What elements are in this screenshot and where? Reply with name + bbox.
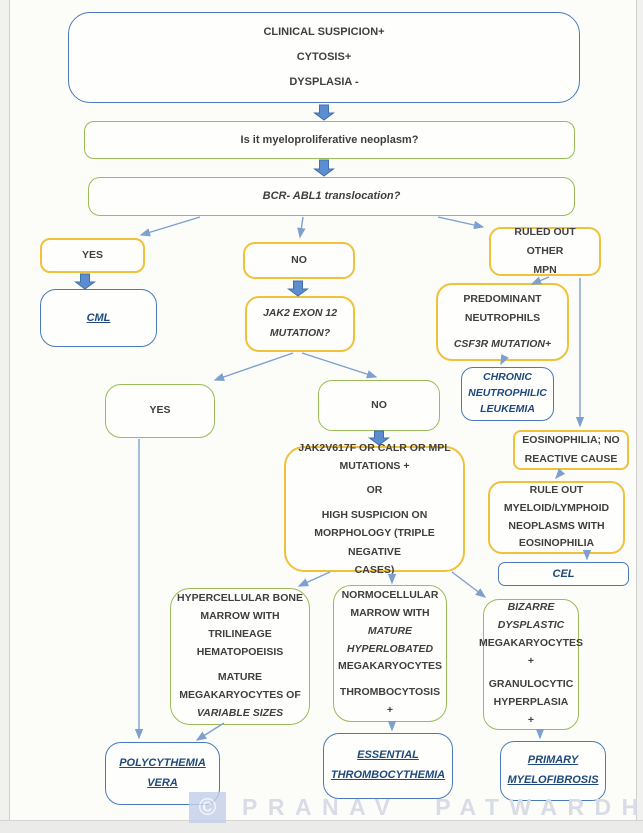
page-margin-bottom (0, 820, 643, 833)
node-line: OR (366, 484, 383, 497)
node-line: BCR- ABL1 translocation? (262, 190, 401, 203)
node-ruled-out-other-mpn: RULED OUT OTHER MPN (489, 226, 601, 276)
node-line: PRIMARY (527, 754, 579, 767)
arrow-jak2-to-yes2 (213, 352, 294, 381)
node-cnl-result: CHRONIC NEUTROPHILIC LEUKEMIA (461, 367, 554, 421)
node-line: YES (149, 404, 171, 417)
node-line: MATURE (367, 624, 413, 637)
node-bizarre-dysplastic: BIZARRE DYSPLASTIC MEGAKARYOCYTES + GRAN… (479, 599, 583, 730)
block-arrow-yes1-to-cml (73, 273, 97, 290)
node-line: JAK2 EXON 12 (262, 307, 338, 320)
node-cml-result: CML (40, 289, 157, 347)
arrow-bcr-to-ruled-out (437, 216, 485, 230)
node-cel-result: CEL (498, 562, 629, 586)
node-line: MUTATIONS + (339, 460, 410, 473)
node-line: NEUTROPHILIC (468, 387, 547, 400)
node-line: NEUTROPHILS (464, 312, 541, 325)
node-eosinophilia: EOSINOPHILIA; NO REACTIVE CAUSE (513, 430, 629, 470)
node-line: BIZARRE (507, 601, 555, 614)
arrow-eosinophilia-to-rule-out (555, 468, 566, 480)
node-line: EOSINOPHILIA; NO (522, 434, 620, 447)
node-line: HYPERCELLULAR BONE (177, 592, 304, 605)
node-line: HIGH SUSPICION ON (321, 508, 428, 521)
block-arrow-clinical-to-mpn (312, 104, 336, 121)
node-line: MARROW WITH (200, 609, 280, 622)
node-clinical-findings: CLINICAL SUSPICION+ CYTOSIS+ DYSPLASIA - (68, 12, 580, 103)
node-line: CLINICAL SUSPICION+ (263, 25, 385, 38)
node-line: PREDOMINANT (463, 292, 542, 305)
node-line: THROMBOCYTOSIS (339, 686, 441, 699)
node-line: POLYCYTHEMIA (119, 756, 206, 769)
node-line: DYSPLASIA - (289, 76, 359, 89)
arrow-jak2-to-no2 (301, 352, 378, 379)
node-rule-out-myeloid-lymphoid: RULE OUT MYELOID/LYMPHOID NEOPLASMS WITH… (488, 481, 625, 554)
node-line: NO (291, 253, 307, 266)
node-line: TRILINEAGE (208, 627, 272, 640)
node-line: CYTOSIS+ (296, 50, 352, 63)
node-line: NEOPLASMS WITH (508, 519, 605, 532)
node-line: MYELOID/LYMPHOID (503, 501, 610, 514)
node-line: REACTIVE CAUSE (524, 453, 618, 465)
node-line: MORPHOLOGY (TRIPLE NEGATIVE (314, 527, 435, 558)
page-margin-left (0, 0, 10, 833)
node-line: MEGAKARYOCYTES (337, 660, 443, 673)
page-margin-right (636, 0, 643, 833)
node-line: NO (371, 398, 387, 411)
node-line: HYPERPLASIA + (493, 696, 569, 727)
node-line: EOSINOPHILIA (518, 537, 595, 550)
node-line: VARIABLE SIZES (196, 707, 284, 720)
node-line: MEGAKARYOCYTES OF (179, 689, 301, 702)
node-line: HEMATOPOEISIS (196, 645, 284, 658)
block-arrow-mpn-to-bcr (312, 159, 336, 177)
node-essential-thrombocythemia-result: ESSENTIAL THROMBOCYTHEMIA (323, 733, 453, 799)
node-line: CEL (552, 567, 575, 580)
arrow-bcr-to-no1 (297, 216, 306, 239)
node-line: MPN (533, 263, 557, 276)
node-normocellular-marrow: NORMOCELLULAR MARROW WITH MATURE HYPERLO… (333, 585, 447, 722)
node-mpn-question: Is it myeloproliferative neoplasm? (84, 121, 575, 159)
arrow-hypercellular-to-pv (195, 722, 225, 741)
node-line: RULE OUT (529, 483, 584, 496)
node-line: CML (86, 311, 111, 324)
node-no-branch-2: NO (318, 380, 440, 431)
node-jak2-exon12-question: JAK2 EXON 12 MUTATION? (245, 296, 355, 352)
node-line: LEUKEMIA (480, 402, 535, 415)
node-line: NORMOCELLULAR (341, 589, 439, 602)
block-arrow-no1-to-jak2 (286, 280, 310, 297)
node-line: JAK2V617F OR CALR OR MPL (298, 441, 451, 454)
node-line: GRANULOCYTIC (488, 678, 574, 691)
node-yes-branch-2: YES (105, 384, 215, 438)
node-line: RULED OUT OTHER (514, 226, 576, 258)
node-line: ESSENTIAL (357, 749, 419, 762)
arrow-triple-to-hypercellular (297, 571, 331, 587)
node-line: + (527, 654, 535, 667)
node-line: MUTATION? (269, 327, 331, 339)
node-line: CSF3R MUTATION+ (453, 337, 552, 350)
node-line: Is it myeloproliferative neoplasm? (240, 133, 419, 146)
node-line: MEGAKARYOCYTES (478, 636, 584, 649)
node-bcr-abl1-question: BCR- ABL1 translocation? (88, 177, 575, 216)
node-line: YES (81, 248, 103, 261)
node-triple-negative: JAK2V617F OR CALR OR MPL MUTATIONS + OR … (284, 442, 465, 576)
node-line: MARROW WITH (350, 606, 430, 619)
arrow-bcr-to-yes1 (139, 216, 201, 237)
node-line: + (386, 704, 394, 717)
node-polycythemia-vera-result: POLYCYTHEMIA VERA (105, 742, 220, 805)
node-yes-branch-1: YES (40, 238, 145, 273)
node-no-branch-1: NO (243, 242, 355, 279)
node-predominant-neutrophils: PREDOMINANT NEUTROPHILS CSF3R MUTATION+ (436, 283, 569, 361)
node-line: DYSPLASTIC (497, 618, 565, 631)
node-line: HYPERLOBATED (346, 642, 434, 655)
node-hypercellular-marrow: HYPERCELLULAR BONE MARROW WITH TRILINEAG… (170, 588, 310, 725)
node-line: MYELOFIBROSIS (507, 774, 599, 786)
node-line: THROMBOCYTHEMIA (330, 769, 446, 781)
node-line: CASES) (354, 563, 395, 576)
node-primary-myelofibrosis-result: PRIMARY MYELOFIBROSIS (500, 741, 606, 801)
node-line: CHRONIC (483, 371, 532, 384)
node-line: VERA (147, 776, 178, 789)
node-line: MATURE (217, 671, 263, 684)
arrow-triple-to-bizarre (451, 571, 487, 598)
